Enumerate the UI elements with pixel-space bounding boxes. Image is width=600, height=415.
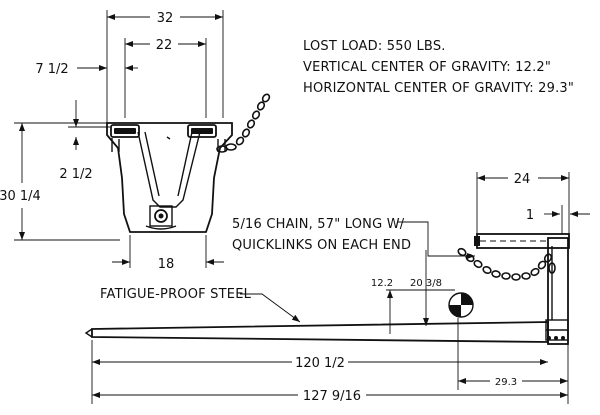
- front-view-v-gusset: [137, 131, 201, 208]
- chain-side: [457, 247, 556, 281]
- pivot-pin: [154, 209, 168, 223]
- front-view-body: [106, 122, 233, 233]
- dim-cg-horizontal: 29.3: [495, 377, 517, 388]
- steel-leader: [240, 293, 301, 323]
- spec-notes: LOST LOAD: 550 LBS. VERTICAL CENTER OF G…: [100, 39, 574, 302]
- note-chain-line1: 5/16 CHAIN, 57" LONG W/: [232, 217, 405, 232]
- dim-pocket: 20 3/8: [410, 278, 442, 289]
- dim-plate: 1: [526, 208, 534, 223]
- bracket-bolt-3: [561, 336, 565, 340]
- chain-front: [216, 93, 271, 153]
- mast-post: [547, 237, 569, 345]
- dim-cg-vertical: 12.2: [371, 278, 393, 289]
- boom: [91, 321, 549, 343]
- chain-leader: [398, 221, 475, 259]
- right-fork-pocket: [187, 124, 217, 138]
- front-view: 32 22 7 1/2 30 1/4 2 1/2 18: [0, 10, 271, 272]
- bracket-bolt-2: [554, 336, 558, 340]
- side-view: 24 1 12.2 20 3/8 120 1/2 29.3 127 9/16: [84, 172, 590, 404]
- note-chain-line2: QUICKLINKS ON EACH END: [232, 238, 411, 253]
- center-of-gravity-symbol: [448, 292, 474, 318]
- top-arm-cap: [474, 236, 480, 246]
- dim-overall-length: 127 9/16: [303, 389, 361, 404]
- note-vertical-cg: VERTICAL CENTER OF GRAVITY: 12.2": [303, 60, 551, 75]
- dim-inner-width: 22: [156, 38, 173, 53]
- pivot-pin-center: [158, 213, 164, 219]
- pivot-block: [149, 205, 173, 227]
- bracket-bolt-1: [547, 336, 551, 340]
- dim-pocket-height: 2 1/2: [59, 167, 92, 182]
- dim-overall-width: 32: [157, 11, 174, 26]
- dim-top-offset: 7 1/2: [35, 62, 68, 77]
- dim-height: 30 1/4: [0, 189, 41, 204]
- note-lost-load: LOST LOAD: 550 LBS.: [303, 39, 446, 54]
- dim-top-width: 24: [514, 172, 531, 187]
- dim-boom-length: 120 1/2: [295, 356, 345, 371]
- note-horizontal-cg: HORIZONTAL CENTER OF GRAVITY: 29.3": [303, 81, 574, 96]
- pin-clip: [145, 225, 177, 230]
- right-fork-pocket-fill: [191, 128, 213, 134]
- left-fork-pocket: [110, 124, 140, 138]
- dim-bottom-width: 18: [158, 257, 175, 272]
- front-view-lugs: [111, 138, 226, 152]
- boom-tip: [84, 328, 93, 338]
- left-fork-pocket-fill: [114, 128, 136, 134]
- note-steel-label: FATIGUE-PROOF STEEL: [100, 287, 252, 302]
